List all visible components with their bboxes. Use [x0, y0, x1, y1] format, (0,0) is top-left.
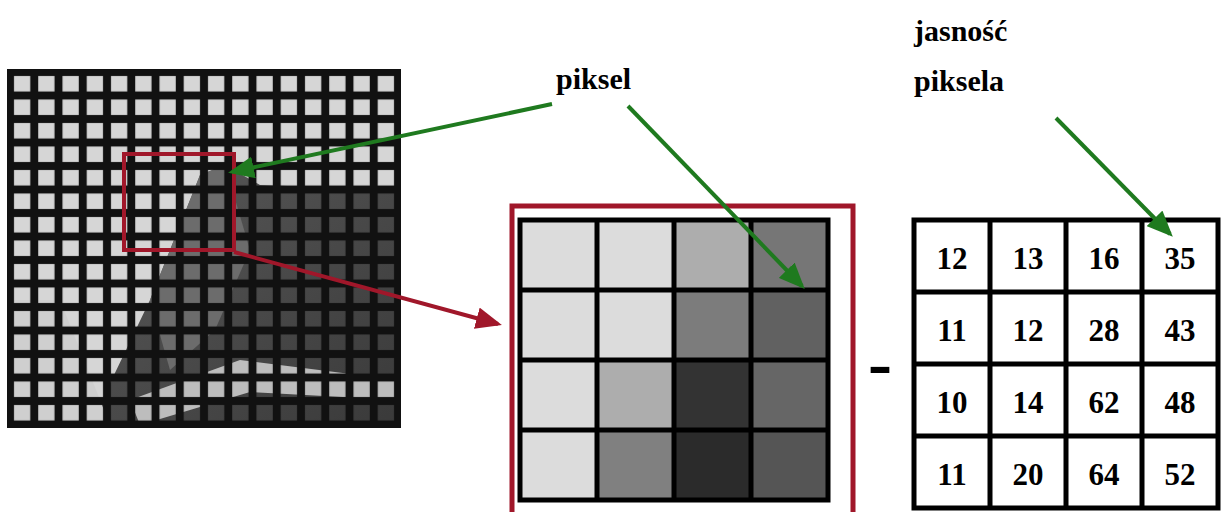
- table-cell-value: 12: [990, 315, 1066, 346]
- table-cell-value: 52: [1142, 459, 1218, 490]
- table-cell-value: 13: [990, 243, 1066, 274]
- table-cell-value: 11: [914, 459, 990, 490]
- table-cell-value: 64: [1066, 459, 1142, 490]
- table-cell-value: 20: [990, 459, 1066, 490]
- selection-box: [124, 154, 234, 250]
- table-cell-value: 43: [1142, 315, 1218, 346]
- callout-label: piksel: [556, 62, 676, 96]
- table-cell-value: 62: [1066, 387, 1142, 418]
- zoomed-pixels: [520, 220, 828, 500]
- leader-arrow: [1056, 118, 1170, 234]
- table-cell-value: 16: [1066, 243, 1142, 274]
- table-cell-value: 48: [1142, 387, 1218, 418]
- table-cell-value: 10: [914, 387, 990, 418]
- leader-arrow: [628, 106, 802, 286]
- table-cell-value: 28: [1066, 315, 1142, 346]
- table-cell-value: 11: [914, 315, 990, 346]
- minus-sign: -: [868, 322, 908, 405]
- pixel-image: [10, 72, 398, 425]
- leader-arrow: [232, 104, 552, 172]
- zoom-frame: [512, 206, 853, 512]
- table-cell-value: 12: [914, 243, 990, 274]
- zoom-arrow: [234, 252, 498, 324]
- table-cell-value: 35: [1142, 243, 1218, 274]
- callout-label: jasność piksela: [914, 6, 1064, 106]
- table-cell-value: 14: [990, 387, 1066, 418]
- value-table: [914, 220, 1218, 508]
